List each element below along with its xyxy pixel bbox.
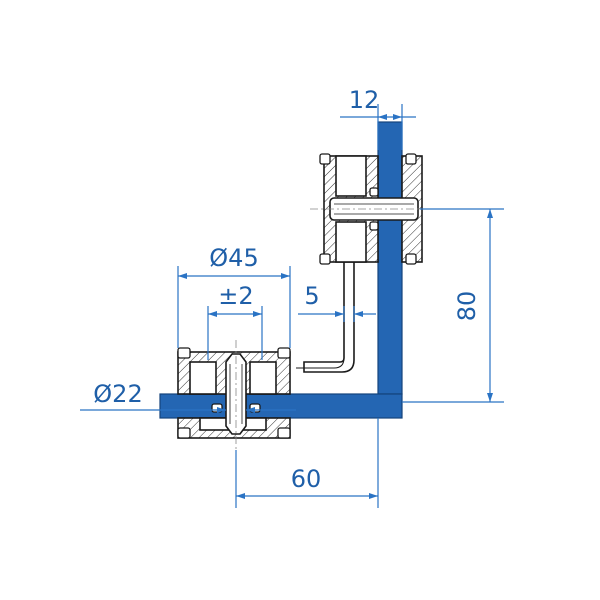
- dim-width-top: 12: [340, 86, 416, 150]
- top-clamp-left-inner-low: [335, 221, 367, 263]
- bottom-seal-4: [277, 427, 291, 439]
- label-diameter-small: Ø22: [93, 380, 142, 408]
- top-seal-4: [405, 253, 417, 265]
- label-offset: 5: [304, 282, 319, 310]
- top-seal-2: [405, 153, 417, 165]
- label-height: 80: [453, 291, 481, 322]
- dim-height: 80: [402, 208, 504, 403]
- center-lines: [235, 208, 430, 450]
- bottom-seal-3: [177, 427, 191, 439]
- top-clamp-left-inner: [335, 155, 367, 197]
- horizontal-glass-panel: [159, 393, 403, 419]
- dimensions: 12 Ø45 ±2 5: [80, 86, 504, 508]
- bottom-seal-2: [277, 347, 291, 359]
- label-width-top: 12: [349, 86, 380, 114]
- top-seal-3: [319, 253, 331, 265]
- dim-tolerance: ±2: [207, 282, 263, 360]
- dim-diameter-large: Ø45: [177, 244, 291, 348]
- label-diameter-large: Ø45: [209, 244, 258, 272]
- top-seal-1: [319, 153, 331, 165]
- dim-offset: 5: [298, 282, 376, 322]
- dim-length: 60: [235, 418, 379, 508]
- label-length: 60: [291, 465, 322, 493]
- dim-diameter-small: Ø22: [80, 380, 296, 413]
- glass-panels: [159, 121, 403, 419]
- bottom-clamp-upper-inner-right: [249, 361, 277, 395]
- bottom-seal-1: [177, 347, 191, 359]
- label-tolerance: ±2: [218, 282, 253, 310]
- top-clamp: [319, 153, 423, 265]
- bottom-clamp-upper-inner-left: [189, 361, 217, 395]
- vertical-glass-panel: [377, 121, 403, 395]
- bottom-clamp: [177, 347, 291, 439]
- top-seal-6: [369, 221, 379, 231]
- top-seal-5: [369, 187, 379, 197]
